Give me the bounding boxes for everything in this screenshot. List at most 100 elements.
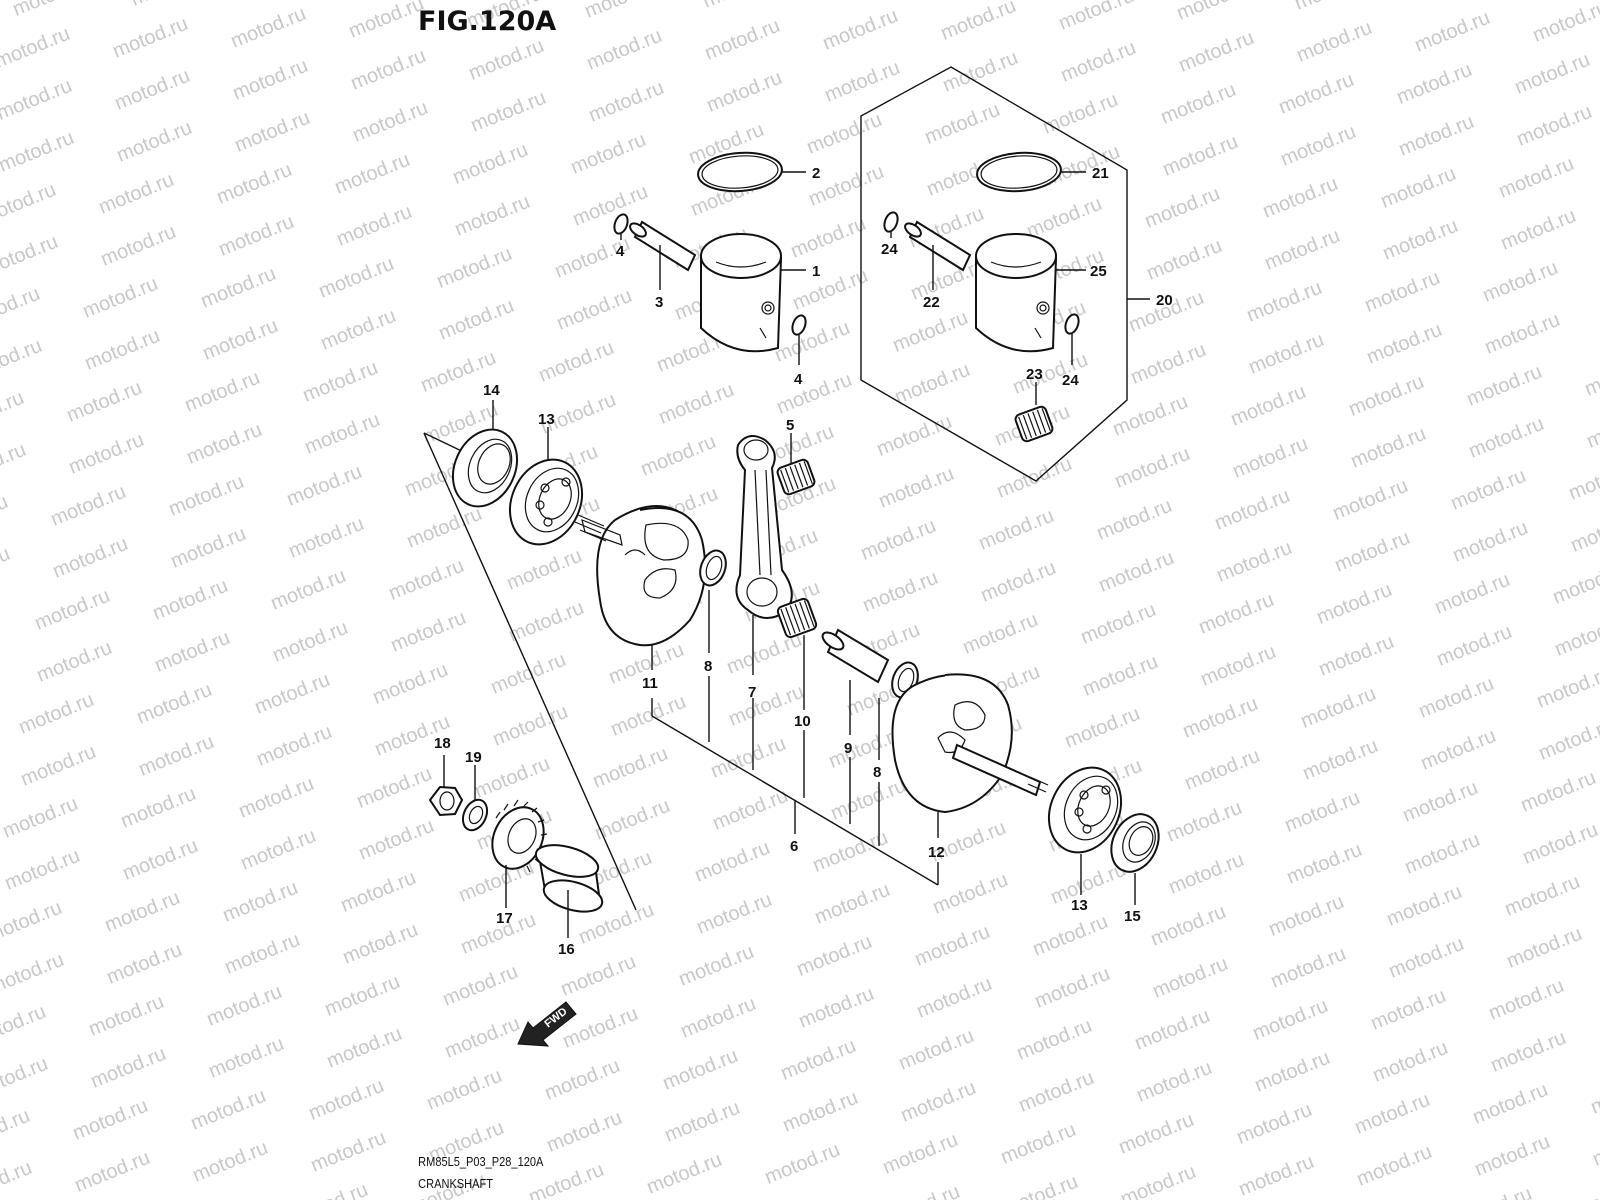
watermark-text: motod.ru <box>0 231 61 281</box>
watermark-text: motod.ru <box>1348 423 1429 473</box>
watermark-text: motod.ru <box>1040 89 1121 139</box>
watermark-text: motod.ru <box>1056 0 1137 35</box>
watermark-text: motod.ru <box>128 0 209 11</box>
watermark-text: motod.ru <box>882 1181 963 1200</box>
watermark-text: motod.ru <box>788 213 869 263</box>
callout-14: 14 <box>483 382 500 399</box>
watermark-text: motod.ru <box>466 35 547 85</box>
watermark-text: motod.ru <box>1198 641 1279 691</box>
watermark-text: motod.ru <box>1078 599 1159 649</box>
watermark-text: motod.ru <box>114 117 195 167</box>
watermark-text: motod.ru <box>1128 339 1209 389</box>
watermark-text: motod.ru <box>1486 975 1567 1025</box>
watermark-text: motod.ru <box>812 879 893 929</box>
watermark-text: motod.ru <box>1584 403 1600 453</box>
watermark-text: motod.ru <box>246 0 327 1</box>
watermark-text: motod.ru <box>338 867 419 917</box>
watermark-text: motod.ru <box>356 815 437 865</box>
watermark-text: motod.ru <box>1298 683 1379 733</box>
callout-21: 21 <box>1092 165 1109 182</box>
callout-9: 9 <box>844 740 852 757</box>
watermark-text: motod.ru <box>796 983 877 1033</box>
watermark-text: motod.ru <box>896 1025 977 1075</box>
watermark-text: motod.ru <box>1032 963 1113 1013</box>
watermark-text: motod.ru <box>1014 1015 1095 1065</box>
piston-kit-outline <box>860 66 1128 482</box>
callout-20: 20 <box>1156 292 1173 309</box>
watermark-text: motod.ru <box>820 5 901 55</box>
watermark-text: motod.ru <box>350 97 431 147</box>
watermark-text: motod.ru <box>66 429 147 479</box>
watermark-text: motod.ru <box>152 627 233 677</box>
watermark-text: motod.ru <box>0 1105 33 1155</box>
watermark-text: motod.ru <box>48 481 129 531</box>
watermark-text: motod.ru <box>1030 911 1111 961</box>
watermark-text: motod.ru <box>102 887 183 937</box>
callout-7: 7 <box>748 684 756 701</box>
watermark-text: motod.ru <box>238 825 319 875</box>
watermark-text: motod.ru <box>922 99 1003 149</box>
watermark-text: motod.ru <box>590 743 671 793</box>
watermark-text: motod.ru <box>0 75 75 125</box>
watermark-text: motod.ru <box>1266 891 1347 941</box>
watermark-text: motod.ru <box>1062 703 1143 753</box>
watermark-text: motod.ru <box>1058 37 1139 87</box>
watermark-text: motod.ru <box>1512 49 1593 99</box>
watermark-text: motod.ru <box>0 491 11 541</box>
watermark-text: motod.ru <box>388 607 469 657</box>
watermark-text: motod.ru <box>1568 507 1600 557</box>
circlip-icon <box>1064 313 1080 335</box>
watermark-text: motod.ru <box>1212 485 1293 535</box>
watermark-text: motod.ru <box>544 1107 625 1157</box>
watermark-text: motod.ru <box>228 3 309 53</box>
watermark-text: motod.ru <box>168 523 249 573</box>
watermark-text: motod.ru <box>790 265 871 315</box>
nut-icon <box>428 785 464 817</box>
callout-4: 4 <box>616 243 625 260</box>
watermark-text: motod.ru <box>1260 173 1341 223</box>
watermark-text: motod.ru <box>780 1087 861 1137</box>
watermark-text: motod.ru <box>188 1085 269 1135</box>
callout-3: 3 <box>655 294 663 311</box>
watermark-text: motod.ru <box>1160 131 1241 181</box>
watermark-text: motod.ru <box>214 159 295 209</box>
callout-13: 13 <box>1071 897 1088 914</box>
watermark-text: motod.ru <box>1582 351 1600 401</box>
needle-bearing-icon <box>776 458 816 496</box>
watermark-text: motod.ru <box>586 77 667 127</box>
watermark-text: motod.ru <box>332 149 413 199</box>
callout-18: 18 <box>434 735 451 752</box>
watermark-text: motod.ru <box>1410 0 1491 5</box>
circlip-icon <box>791 314 807 336</box>
watermark-text: motod.ru <box>662 1097 743 1147</box>
watermark-text: motod.ru <box>504 545 585 595</box>
watermark-text: motod.ru <box>1250 995 1331 1045</box>
watermark-text: motod.ru <box>708 733 789 783</box>
watermark-text: motod.ru <box>0 127 77 177</box>
watermark-text: motod.ru <box>1368 985 1449 1035</box>
watermark-text: motod.ru <box>582 0 663 23</box>
callout-1: 1 <box>812 263 820 280</box>
watermark-text: motod.ru <box>898 1077 979 1127</box>
watermark-text: motod.ru <box>96 169 177 219</box>
watermark-text: motod.ru <box>978 557 1059 607</box>
watermark-text: motod.ru <box>0 793 81 843</box>
watermark-text: motod.ru <box>1480 257 1561 307</box>
watermark-text: motod.ru <box>0 897 65 947</box>
watermark-text: motod.ru <box>1412 7 1493 57</box>
watermark-text: motod.ru <box>220 877 301 927</box>
callout-12: 12 <box>928 844 945 861</box>
figure-title: FIG.120A <box>418 6 556 37</box>
watermark-text: motod.ru <box>1024 193 1105 243</box>
watermark-text: motod.ru <box>1164 797 1245 847</box>
watermark-text: motod.ru <box>976 505 1057 555</box>
watermark-text: motod.ru <box>1246 329 1327 379</box>
washer-icon <box>461 798 489 832</box>
watermark-text: motod.ru <box>1518 767 1599 817</box>
watermark-text: motod.ru <box>488 649 569 699</box>
watermark-text: motod.ru <box>34 637 115 687</box>
watermark-text: motod.ru <box>890 307 971 357</box>
callout-labels: 2 1 3 4 4 5 6 7 8 8 9 10 11 12 13 13 14 … <box>434 165 1173 958</box>
watermark-text: motod.ru <box>536 337 617 387</box>
watermark-text: motod.ru <box>0 1053 51 1103</box>
